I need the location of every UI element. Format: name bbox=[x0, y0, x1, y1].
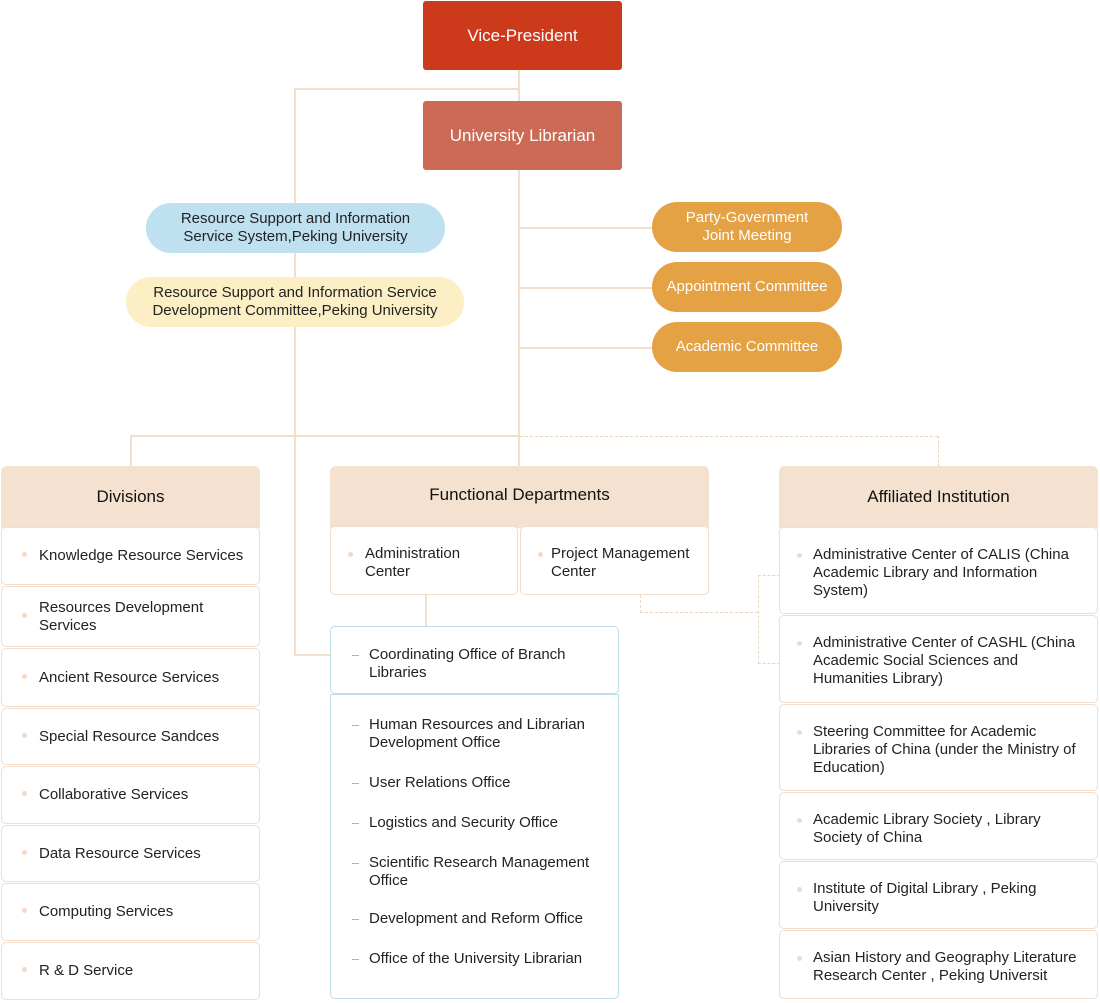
dash-icon bbox=[352, 823, 359, 824]
bullet-dot-icon bbox=[22, 908, 27, 913]
affiliated-institution-header: Affiliated Institution bbox=[779, 466, 1098, 528]
bullet-dot-icon bbox=[22, 552, 27, 557]
project-management-center-label: Project Management Center bbox=[551, 545, 690, 580]
resource-development-committee-pill: Resource Support and Information Service… bbox=[126, 277, 464, 327]
coordinating-office-label: Coordinating Office of Branch Libraries bbox=[369, 646, 566, 681]
dash-icon bbox=[352, 725, 359, 726]
dash-icon bbox=[352, 783, 359, 784]
division-item-label: Special Resource Sandces bbox=[39, 727, 220, 745]
offices-box: Human Resources and Librarian Developmen… bbox=[330, 694, 619, 999]
resource-support-system-pill: Resource Support and Information Service… bbox=[146, 203, 445, 253]
affiliated-item-label: Steering Committee for Academic Librarie… bbox=[813, 723, 1076, 776]
office-item: Office of the University Librarian bbox=[352, 950, 614, 968]
division-item-label: Data Resource Services bbox=[39, 844, 201, 862]
party-government-meeting-pill: Party-Government Joint Meeting bbox=[652, 202, 842, 252]
division-item: Computing Services bbox=[1, 883, 260, 941]
bullet-dot-icon bbox=[22, 967, 27, 972]
vice-president-box: Vice-President bbox=[423, 1, 622, 70]
affiliated-item: Academic Library Society , Library Socie… bbox=[779, 792, 1098, 860]
affiliated-item: Steering Committee for Academic Librarie… bbox=[779, 704, 1098, 791]
division-item: Data Resource Services bbox=[1, 825, 260, 882]
vice-president-label: Vice-President bbox=[467, 25, 578, 45]
bullet-dot-icon bbox=[22, 732, 27, 738]
bullet-dot-icon bbox=[797, 887, 802, 892]
university-librarian-box: University Librarian bbox=[423, 101, 622, 170]
divisions-title: Divisions bbox=[96, 487, 165, 506]
administration-center-card: Administration Center bbox=[330, 526, 518, 595]
bullet-dot-icon bbox=[797, 553, 802, 558]
affiliated-item: Institute of Digital Library , Peking Un… bbox=[779, 861, 1098, 929]
office-item: Human Resources and Librarian Developmen… bbox=[352, 716, 614, 752]
division-item-label: Knowledge Resource Services bbox=[39, 547, 244, 564]
office-item-label: Office of the University Librarian bbox=[369, 950, 583, 967]
bullet-dot-icon bbox=[22, 612, 27, 618]
division-item: R & D Service bbox=[1, 942, 260, 1000]
affiliated-institution-title: Affiliated Institution bbox=[867, 487, 1010, 506]
affiliated-item-label: Administrative Center of CASHL (China Ac… bbox=[813, 634, 1076, 687]
bullet-dot-icon bbox=[22, 791, 27, 796]
resource-support-system-label: Resource Support and Information Service… bbox=[180, 210, 411, 245]
office-item: User Relations Office bbox=[352, 774, 614, 792]
bullet-dot-icon bbox=[538, 552, 543, 557]
division-item: Knowledge Resource Services bbox=[1, 527, 260, 585]
dash-icon bbox=[352, 919, 359, 920]
division-item: Resources Development Services bbox=[1, 586, 260, 647]
appointment-committee-label: Appointment Committee bbox=[666, 278, 828, 295]
functional-departments-header: Functional Departments bbox=[330, 466, 709, 528]
academic-committee-pill: Academic Committee bbox=[652, 322, 842, 372]
university-librarian-label: University Librarian bbox=[449, 125, 596, 145]
affiliated-item: Asian History and Geography Literature R… bbox=[779, 930, 1098, 999]
division-item: Special Resource Sandces bbox=[1, 708, 260, 765]
appointment-committee-pill: Appointment Committee bbox=[652, 262, 842, 312]
division-item: Ancient Resource Services bbox=[1, 648, 260, 707]
resource-development-committee-label: Resource Support and Information Service… bbox=[152, 284, 438, 319]
office-item-label: Human Resources and Librarian Developmen… bbox=[369, 716, 585, 751]
dash-icon bbox=[352, 655, 359, 656]
divisions-header: Divisions bbox=[1, 466, 260, 528]
affiliated-item-label: Academic Library Society , Library Socie… bbox=[813, 811, 1041, 846]
division-item: Collaborative Services bbox=[1, 766, 260, 824]
bullet-dot-icon bbox=[797, 730, 802, 735]
administration-center-label: Administration Center bbox=[365, 545, 461, 580]
affiliated-item: Administrative Center of CASHL (China Ac… bbox=[779, 615, 1098, 703]
coordinating-office-box: Coordinating Office of Branch Libraries bbox=[330, 626, 619, 694]
affiliated-item-label: Institute of Digital Library , Peking Un… bbox=[813, 880, 1037, 915]
bullet-dot-icon bbox=[22, 849, 27, 855]
division-item-label: Collaborative Services bbox=[39, 786, 189, 803]
affiliated-item: Administrative Center of CALIS (China Ac… bbox=[779, 527, 1098, 614]
office-item-label: User Relations Office bbox=[369, 774, 511, 791]
bullet-dot-icon bbox=[797, 956, 802, 961]
party-government-meeting-label: Party-Government Joint Meeting bbox=[685, 209, 809, 244]
dash-icon bbox=[352, 863, 359, 864]
affiliated-item-label: Administrative Center of CALIS (China Ac… bbox=[813, 546, 1069, 599]
affiliated-item-label: Asian History and Geography Literature R… bbox=[813, 949, 1077, 984]
functional-departments-title: Functional Departments bbox=[429, 485, 610, 504]
dash-icon bbox=[352, 959, 359, 960]
bullet-dot-icon bbox=[348, 552, 353, 557]
office-item-label: Logistics and Security Office bbox=[369, 814, 558, 831]
office-item: Logistics and Security Office bbox=[352, 814, 614, 832]
office-item-label: Development and Reform Office bbox=[369, 910, 583, 927]
office-item: Scientific Research Management Office bbox=[352, 854, 614, 890]
bullet-dot-icon bbox=[22, 673, 27, 679]
academic-committee-label: Academic Committee bbox=[675, 338, 819, 355]
coordinating-office-item: Coordinating Office of Branch Libraries bbox=[352, 646, 614, 682]
office-item: Development and Reform Office bbox=[352, 910, 614, 928]
bullet-dot-icon bbox=[797, 818, 802, 823]
office-item-label: Scientific Research Management Office bbox=[369, 854, 590, 889]
division-item-label: Computing Services bbox=[39, 903, 174, 920]
division-item-label: R & D Service bbox=[39, 962, 134, 979]
bullet-dot-icon bbox=[797, 641, 802, 646]
division-item-label: Ancient Resource Services bbox=[39, 668, 220, 686]
division-item-label: Resources Development Services bbox=[39, 598, 204, 634]
project-management-center-card: Project Management Center bbox=[520, 526, 709, 595]
